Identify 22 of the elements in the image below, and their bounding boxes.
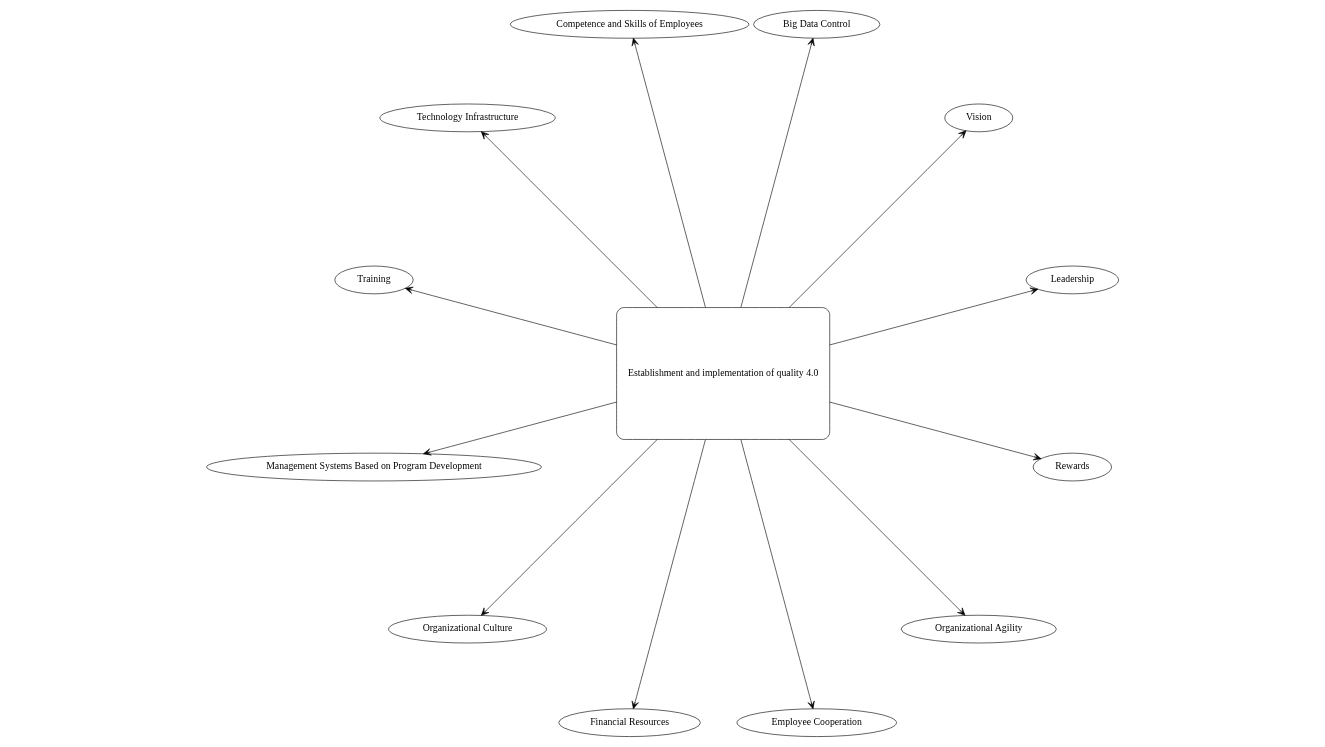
node-ellipse: Financial Resources	[558, 708, 701, 737]
arrow	[740, 439, 815, 710]
node-ellipse: Management Systems Based on Program Development	[206, 452, 542, 482]
node-ellipse: Organizational Culture	[388, 614, 547, 644]
node-ellipse: Big Data Control	[753, 10, 881, 39]
node-box: Establishment and implementation of quality 4.0	[616, 307, 831, 440]
node-ellipse: Vision	[944, 103, 1014, 133]
arrow	[788, 439, 966, 616]
arrow	[829, 401, 1042, 461]
arrow	[788, 130, 967, 308]
arrow	[481, 131, 658, 308]
node-ellipse: Employee Cooperation	[736, 708, 897, 737]
node-ellipse: Competence and Skills of Employees	[510, 10, 750, 39]
node-ellipse: Organizational Agility	[900, 614, 1057, 644]
node-ellipse: Technology Infrastructure	[379, 103, 556, 133]
arrow	[740, 37, 815, 308]
arrow	[481, 439, 658, 616]
arrow	[423, 401, 617, 456]
arrow	[631, 439, 706, 710]
arrow	[405, 286, 617, 346]
arrow	[631, 37, 706, 308]
arrow	[829, 287, 1039, 346]
